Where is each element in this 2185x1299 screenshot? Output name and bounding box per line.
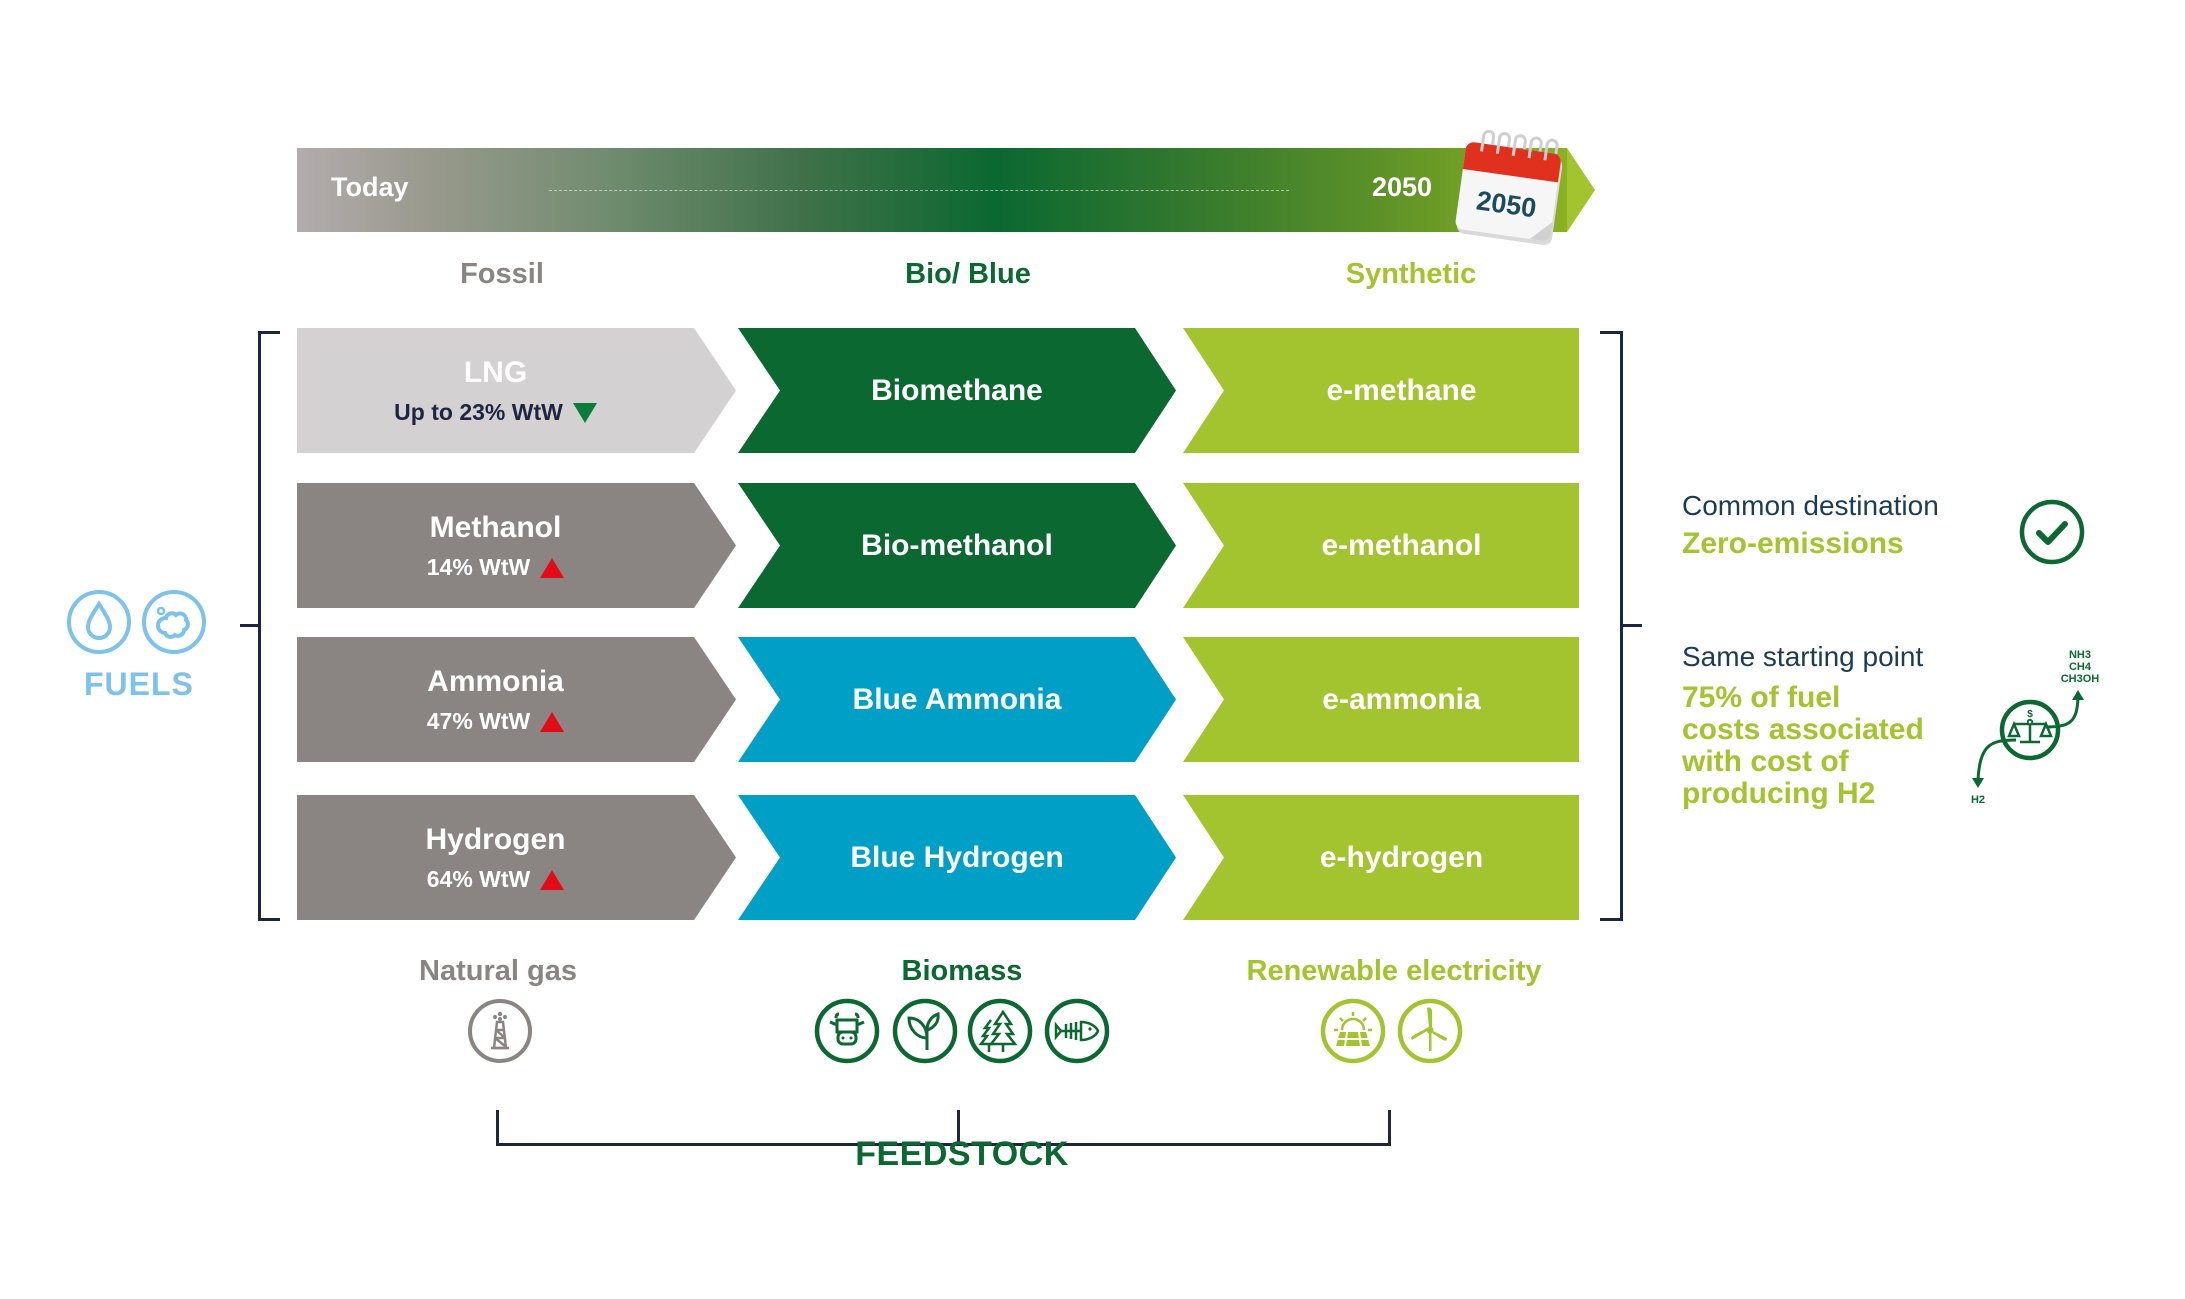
starting-point-heading: Same starting point <box>1682 641 1924 672</box>
starting-point-line: with cost of <box>1682 745 1849 778</box>
forest-icon <box>967 998 1033 1064</box>
fuel-name: Ammonia <box>427 665 564 698</box>
fuel-name: Biomethane <box>871 373 1043 407</box>
fuel-name: Blue Hydrogen <box>850 840 1064 874</box>
feedstock-natural-gas-label: Natural gas <box>419 955 577 987</box>
fuel-fossil-ammonia: Ammonia 47% WtW <box>297 637 736 762</box>
fuel-name: Methanol <box>429 511 562 544</box>
triangle-up-red-icon <box>540 711 565 732</box>
balance-scale-icon: $ NH3 CH4 CH3OH H2 <box>1971 649 2100 806</box>
left-bracket-top <box>258 331 280 334</box>
dollar-sign: $ <box>2027 709 2033 720</box>
column-header-synthetic: Synthetic <box>1345 258 1477 290</box>
right-bracket-bottom <box>1600 918 1622 921</box>
fuels-icons <box>67 590 206 654</box>
starting-point-line: producing H2 <box>1682 777 1876 810</box>
fuel-synthetic-e-methane: e-methane <box>1183 328 1579 453</box>
timeline-dashed-line <box>549 190 1289 191</box>
fuel-bio-methanol: Bio-methanol <box>738 483 1176 608</box>
fuel-name: Hydrogen <box>425 823 566 856</box>
fuel-name: Bio-methanol <box>861 528 1053 562</box>
fuel-synthetic-e-ammonia: e-ammonia <box>1183 637 1579 762</box>
fish-bone-icon <box>1044 998 1110 1064</box>
feedstock-bracket-horizontal <box>496 1143 1391 1146</box>
timeline-arrow-tip <box>1567 148 1595 232</box>
column-header-fossil: Fossil <box>460 258 544 290</box>
fuel-blue-ammonia: Blue Ammonia <box>738 637 1176 762</box>
right-bracket-tick <box>1620 624 1642 627</box>
fuel-name: e-methanol <box>1321 528 1482 562</box>
triangle-up-red-icon <box>540 869 565 890</box>
wtw-value: 64% WtW <box>426 866 531 892</box>
output-label-ch4: CH4 <box>2069 661 2092 673</box>
fuel-fossil-lng: LNG Up to 23% WtW <box>297 328 736 453</box>
liquid-drop-icon <box>67 590 131 654</box>
destination-value: Zero-emissions <box>1682 527 1904 560</box>
fuel-name: e-ammonia <box>1322 682 1481 716</box>
fuels-label: FUELS <box>84 666 194 702</box>
output-label-nh3: NH3 <box>2069 649 2091 661</box>
wtw-value: 14% WtW <box>426 554 531 580</box>
fuel-blue-hydrogen: Blue Hydrogen <box>738 795 1176 920</box>
fuel-bio-biomethane: Biomethane <box>738 328 1176 453</box>
fuel-synthetic-e-methanol: e-methanol <box>1183 483 1579 608</box>
gas-well-icon <box>468 999 532 1063</box>
wtw-row: 47% WtW <box>427 708 565 735</box>
calendar-icon: 2050 <box>1455 129 1563 245</box>
solar-panel-icon <box>1320 998 1386 1064</box>
feedstock-bracket-middle <box>957 1110 960 1146</box>
fuel-fossil-hydrogen: Hydrogen 64% WtW <box>297 795 736 920</box>
left-bracket-tick <box>240 624 260 627</box>
column-header-bio-blue: Bio/ Blue <box>905 258 1031 290</box>
fuel-name: e-hydrogen <box>1319 840 1484 874</box>
timeline: Today 2050 <box>297 148 1597 232</box>
cow-icon <box>814 998 880 1064</box>
destination-heading: Common destination <box>1682 490 1939 521</box>
wtw-row: 14% WtW <box>427 554 565 581</box>
fuel-name: LNG <box>463 356 528 389</box>
starting-point-line: 75% of fuel <box>1682 681 1841 714</box>
gas-cloud-icon <box>142 590 206 654</box>
feedstock-bracket-right <box>1388 1110 1391 1146</box>
feedstock-title: FEEDSTOCK <box>855 1135 1069 1173</box>
left-bracket-bottom <box>258 918 280 921</box>
plant-leaf-icon <box>892 998 958 1064</box>
triangle-down-green-icon <box>572 402 597 423</box>
output-label-ch3oh: CH3OH <box>2061 673 2100 685</box>
fuel-fossil-methanol: Methanol 14% WtW <box>297 483 736 608</box>
feedstock-bracket-left <box>496 1110 499 1146</box>
fuel-synthetic-e-hydrogen: e-hydrogen <box>1183 795 1579 920</box>
feedstock-biomass-label: Biomass <box>901 955 1023 987</box>
right-bracket-top <box>1600 331 1622 334</box>
input-label-h2: H2 <box>1971 794 1985 806</box>
wind-turbine-icon <box>1397 998 1463 1064</box>
fuel-name: e-methane <box>1326 373 1477 407</box>
wtw-value: 47% WtW <box>426 708 531 734</box>
check-circle-icon <box>2019 499 2085 565</box>
feedstock-renewable-electricity-label: Renewable electricity <box>1246 955 1542 987</box>
wtw-value: Up to 23% WtW <box>394 399 563 425</box>
wtw-row: 64% WtW <box>427 866 565 893</box>
timeline-start-label: Today <box>331 172 409 202</box>
triangle-up-red-icon <box>540 557 565 578</box>
timeline-end-label: 2050 <box>1372 172 1433 202</box>
starting-point-value: 75% of fuel costs associated with cost o… <box>1682 682 1924 810</box>
fuel-name: Blue Ammonia <box>852 682 1062 716</box>
starting-point-line: costs associated <box>1682 713 1924 746</box>
wtw-row: Up to 23% WtW <box>394 399 597 426</box>
